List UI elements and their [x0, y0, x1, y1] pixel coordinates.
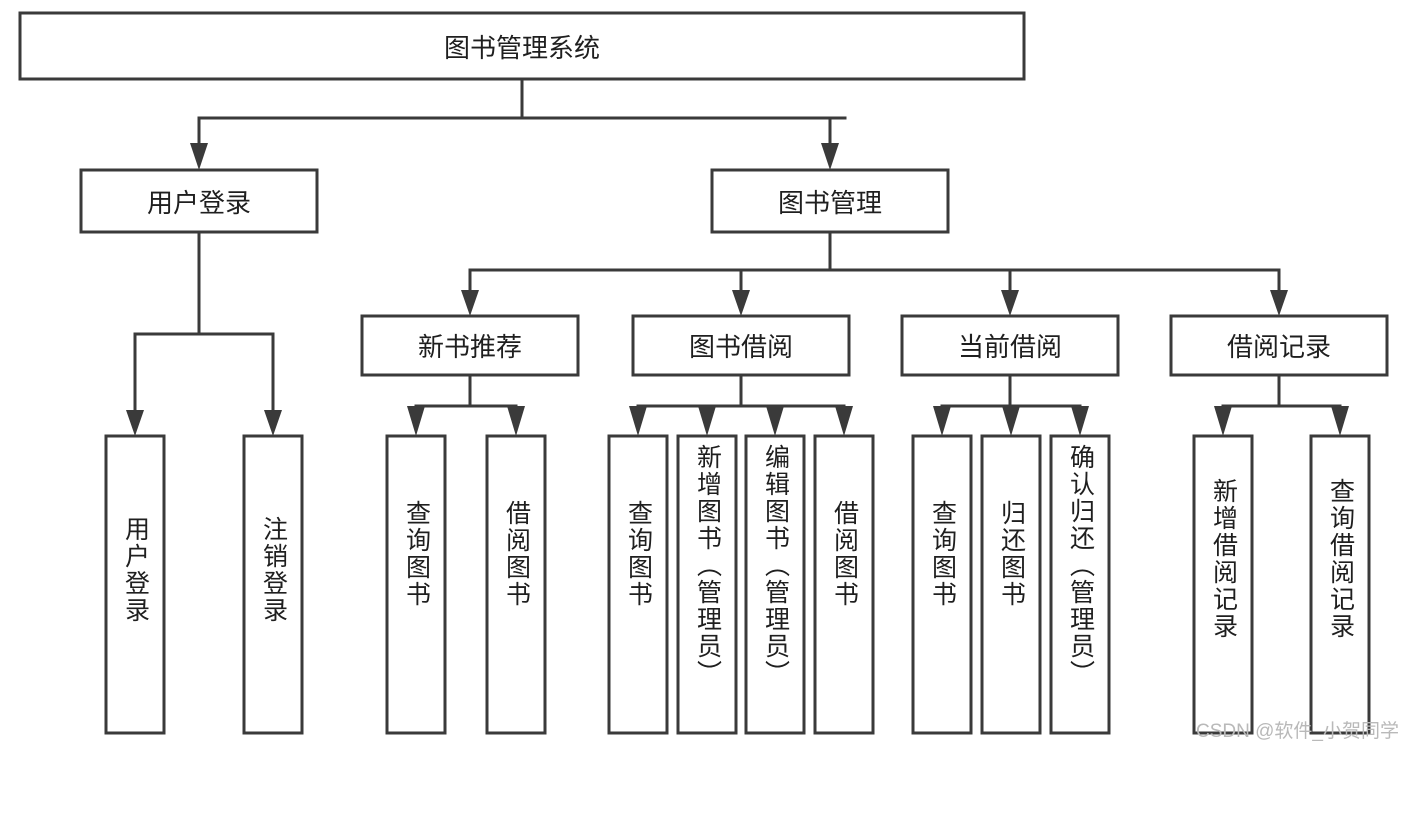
node-box-borrow-record[interactable] [1169, 314, 1389, 377]
connector-group-current-borrow-to-leaves [933, 373, 1089, 436]
node-box-leaf-borrow-book-bor[interactable] [813, 434, 875, 735]
arrow-head-current-borrow [1001, 290, 1019, 316]
node-box-root[interactable] [18, 11, 1026, 81]
diagram-canvas: 图书管理系统 用户登录 图书管理 新书推荐 图书借阅 当前借阅 借阅记录 用户登… [18, 11, 1399, 742]
node-box-new-book-recommend[interactable] [360, 314, 580, 377]
arrow-head-borrow-record [1270, 290, 1288, 316]
node-box-leaf-user-logout[interactable] [242, 434, 304, 735]
node-box-leaf-query-book-cur[interactable] [911, 434, 973, 735]
arrow-head-new-book-recommend [461, 290, 479, 316]
node-box-leaf-confirm-return-admin[interactable] [1049, 434, 1111, 735]
connector-group-book-borrow-to-leaves [629, 373, 853, 436]
node-box-leaf-user-login[interactable] [104, 434, 166, 735]
arrow-head-leaf-query-book-bor [629, 406, 647, 436]
node-box-leaf-add-book-admin[interactable] [676, 434, 738, 735]
arrow-head-leaf-user-login [126, 410, 144, 436]
watermark-text: CSDN @软件_小贺同学 [1196, 721, 1399, 742]
connector-group-user-login-to-leaves [126, 230, 282, 436]
arrow-head-leaf-confirm-return-admin [1071, 406, 1089, 436]
node-box-book-borrow[interactable] [631, 314, 851, 377]
arrow-head-book-manage [821, 143, 839, 170]
arrow-head-book-borrow [732, 290, 750, 316]
arrow-head-leaf-return-book [1002, 406, 1020, 436]
node-box-book-manage[interactable] [710, 168, 950, 234]
arrow-head-leaf-edit-book-admin [766, 406, 784, 436]
arrow-head-leaf-query-borrow-record [1331, 406, 1349, 436]
node-box-leaf-query-book-bor[interactable] [607, 434, 669, 735]
node-box-leaf-query-borrow-record[interactable] [1309, 434, 1371, 735]
arrow-head-leaf-query-book-rec [407, 406, 425, 436]
arrow-head-user-login [190, 143, 208, 170]
node-box-current-borrow[interactable] [900, 314, 1120, 377]
node-box-leaf-borrow-book-rec[interactable] [485, 434, 547, 735]
node-box-leaf-add-borrow-record[interactable] [1192, 434, 1254, 735]
connector-group-book-manage-to-level3 [461, 230, 1288, 316]
arrow-head-leaf-user-logout [264, 410, 282, 436]
arrow-head-leaf-query-book-cur [933, 406, 951, 436]
arrow-head-leaf-borrow-book-bor [835, 406, 853, 436]
node-box-user-login[interactable] [79, 168, 319, 234]
connector-group-level1-to-level2 [190, 77, 847, 170]
node-box-leaf-query-book-rec[interactable] [385, 434, 447, 735]
node-box-leaf-edit-book-admin[interactable] [744, 434, 806, 735]
node-box-leaf-return-book[interactable] [980, 434, 1042, 735]
connector-group-borrow-record-to-leaves [1214, 373, 1349, 436]
arrow-head-leaf-add-borrow-record [1214, 406, 1232, 436]
arrow-head-leaf-borrow-book-rec [507, 406, 525, 436]
arrow-head-leaf-add-book-admin [698, 406, 716, 436]
connector-group-new-book-recommend-to-leaves [407, 373, 525, 436]
hierarchy-diagram-svg [18, 11, 1389, 735]
